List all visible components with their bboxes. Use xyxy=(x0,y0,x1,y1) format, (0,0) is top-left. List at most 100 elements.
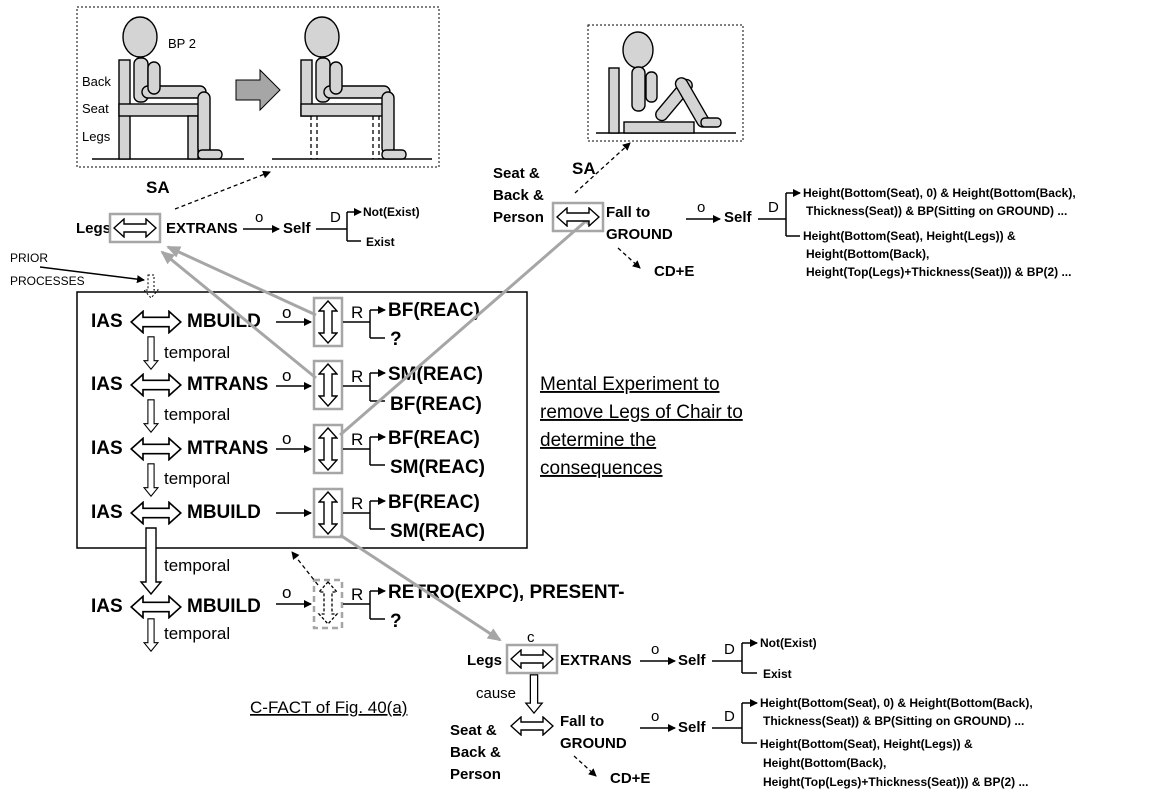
o-label: o xyxy=(255,209,263,226)
prior-label: PRIOR xyxy=(10,251,48,265)
r-label: R xyxy=(351,494,363,513)
vertical-double-arrow-icon xyxy=(318,363,338,407)
double-arrow-icon xyxy=(130,373,182,397)
back-label: Back xyxy=(82,74,111,89)
note-line: Mental Experiment to xyxy=(540,374,720,395)
d-label: D xyxy=(724,708,735,725)
processes-label: PROCESSES xyxy=(10,274,85,288)
legs-label: Legs xyxy=(467,652,502,669)
fallen-illustration xyxy=(587,24,744,142)
branch-line: Height(Bottom(Seat), Height(Legs)) & xyxy=(760,737,973,751)
branch-line: Height(Bottom(Seat), 0) & Height(Bottom(… xyxy=(760,696,1033,710)
branch-line: Height(Top(Legs)+Thickness(Seat))) & BP(… xyxy=(806,265,1071,279)
note-line: consequences xyxy=(540,458,663,479)
link-arrow xyxy=(166,245,317,317)
exist-label: Exist xyxy=(763,667,792,681)
temporal-label: temporal xyxy=(164,405,230,424)
note-line: remove Legs of Chair to xyxy=(540,402,743,423)
mental-experiment-note: Mental Experiment to remove Legs of Chai… xyxy=(540,374,743,479)
legs-extrans-chain: Legs EXTRANS o Self D Not(Exist) Exist xyxy=(76,205,420,249)
ias-label: IAS xyxy=(91,374,123,395)
action-label: MTRANS xyxy=(187,438,268,459)
temporal-label: temporal xyxy=(164,624,230,643)
branch-top-label: BF(REAC) xyxy=(388,428,480,449)
fall-line: Fall to xyxy=(606,204,650,221)
chair-back-icon xyxy=(608,67,620,134)
bottom-cfact-chain: c Legs EXTRANS o Self D Not(Exist) Exist… xyxy=(450,629,1033,789)
temporal-label: temporal xyxy=(164,556,230,575)
gray-highlight-box xyxy=(108,212,162,244)
sa-arrow-left xyxy=(174,170,271,210)
ias-label: IAS xyxy=(91,438,123,459)
fallen-person-icon xyxy=(622,31,722,128)
fall-line: GROUND xyxy=(560,735,627,752)
c-label: c xyxy=(527,629,535,646)
gray-highlight-box xyxy=(312,487,344,539)
o-label: o xyxy=(282,583,291,602)
self-label: Self xyxy=(678,719,707,736)
gray-highlight-box xyxy=(312,296,344,348)
self-label: Self xyxy=(724,209,753,226)
gray-highlight-box xyxy=(312,359,344,411)
r-label: R xyxy=(351,585,363,604)
cfact-caption: C-FACT of Fig. 40(a) xyxy=(250,698,407,717)
vertical-double-arrow-icon xyxy=(318,300,338,344)
link-arrow xyxy=(339,533,502,642)
branch-line: Height(Bottom(Back), xyxy=(806,247,929,261)
ias-label: IAS xyxy=(91,596,123,617)
not-exist-label: Not(Exist) xyxy=(363,205,420,219)
double-arrow-icon xyxy=(556,207,600,227)
ias-row-1: IAS MBUILD o R BF(REAC) ? xyxy=(91,296,480,350)
vertical-double-arrow-icon xyxy=(318,427,338,471)
subject-line: Back & xyxy=(493,187,544,204)
fall-line: GROUND xyxy=(606,226,673,243)
temporal-label: temporal xyxy=(164,343,230,362)
gray-highlight-box xyxy=(312,423,344,475)
cause-label: cause xyxy=(476,685,516,702)
ias-row-4: IAS MBUILD R BF(REAC) SM(REAC) xyxy=(91,487,485,542)
branch-top-label: RETRO(EXPC), PRESENT- xyxy=(388,582,624,603)
branch-line: Thickness(Seat)) & BP(Sitting on GROUND)… xyxy=(806,204,1067,218)
branch-bottom-label: BF(REAC) xyxy=(390,394,482,415)
o-label: o xyxy=(282,303,291,322)
cde-label: CD+E xyxy=(610,770,650,787)
temporal-label: temporal xyxy=(164,469,230,488)
self-label: Self xyxy=(283,220,312,237)
chair-seat-icon xyxy=(623,121,695,134)
ias-label: IAS xyxy=(91,311,123,332)
double-arrow-icon xyxy=(130,501,182,525)
temporal-arrow-icon xyxy=(139,527,163,596)
temporal-arrow-icon xyxy=(143,399,159,433)
o-label: o xyxy=(651,641,659,658)
temporal-arrow-icon xyxy=(143,336,159,370)
double-arrow-icon xyxy=(130,310,182,334)
d-label: D xyxy=(768,199,779,216)
d-label: D xyxy=(724,641,735,658)
sa-label-right: SA xyxy=(572,159,596,178)
o-label: o xyxy=(697,199,705,216)
branch-top-label: BF(REAC) xyxy=(388,300,480,321)
cause-arrow-icon xyxy=(525,674,543,714)
branch-top-label: SM(REAC) xyxy=(388,364,483,385)
r-label: R xyxy=(351,303,363,322)
chair-seat-icon xyxy=(118,103,202,117)
action-label: MBUILD xyxy=(187,502,261,523)
action-label: MTRANS xyxy=(187,374,268,395)
extrans-label: EXTRANS xyxy=(166,220,238,237)
branch-line: Height(Bottom(Seat), 0) & Height(Bottom(… xyxy=(803,186,1076,200)
link-arrow xyxy=(160,250,317,380)
not-exist-label: Not(Exist) xyxy=(760,636,817,650)
link-arrow xyxy=(339,212,596,437)
branch-bottom-label: SM(REAC) xyxy=(390,521,485,542)
subject-line: Back & xyxy=(450,744,501,761)
gray-highlight-box xyxy=(505,643,559,675)
vertical-double-arrow-icon xyxy=(318,491,338,535)
action-label: MBUILD xyxy=(187,311,261,332)
branch-bottom-label: ? xyxy=(390,329,402,350)
double-arrow-icon xyxy=(510,716,554,736)
double-arrow-icon xyxy=(130,437,182,461)
d-label: D xyxy=(330,209,341,226)
subject-line: Seat & xyxy=(493,165,540,182)
sa-arrow-right xyxy=(574,142,631,194)
